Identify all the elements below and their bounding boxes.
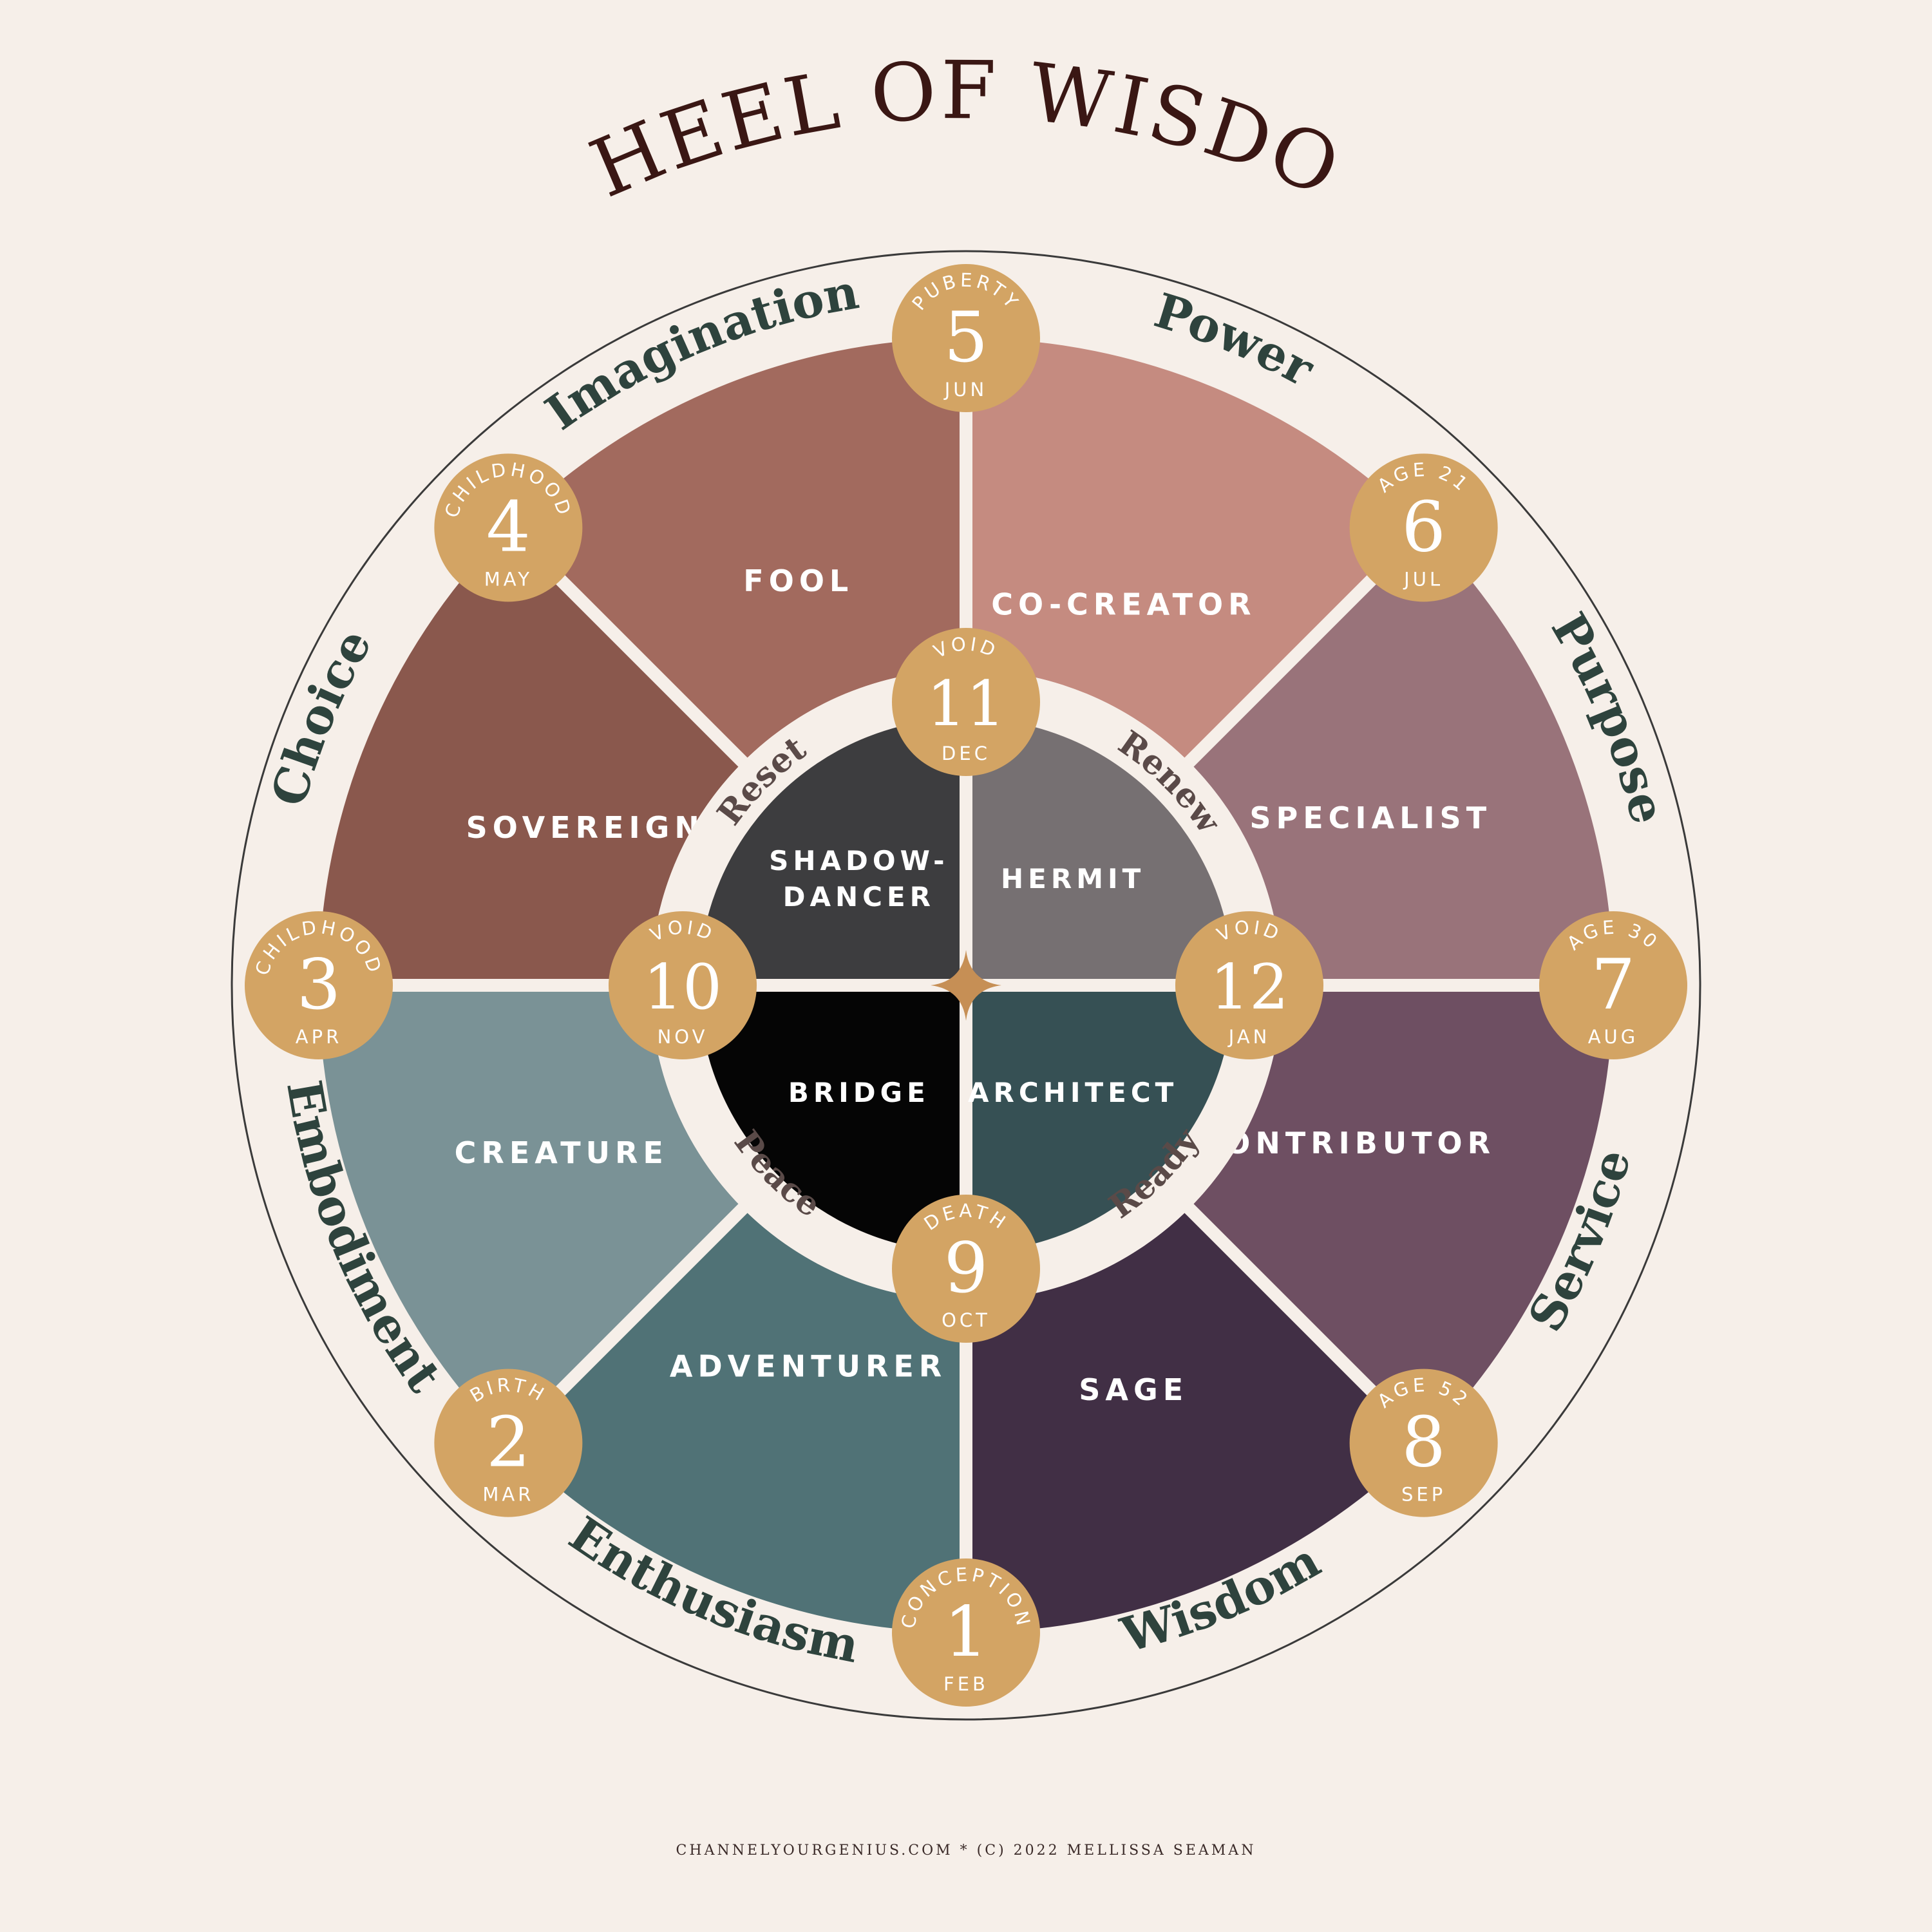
inner-segments: HERMIT ARCHITECT BRIDGE SHADOW- DANCER bbox=[699, 718, 1233, 1253]
segment-adventurer bbox=[513, 1213, 960, 1633]
segment-sovereign-label: SOVEREIGN bbox=[466, 810, 705, 845]
segment-sage bbox=[972, 1213, 1419, 1633]
segment-sovereign bbox=[319, 532, 739, 979]
badge-month: FEB bbox=[943, 1673, 989, 1695]
badge-number: 8 bbox=[1401, 1403, 1446, 1483]
badge-month: MAR bbox=[482, 1484, 534, 1506]
badge-month: JAN bbox=[1227, 1026, 1271, 1048]
badge-month: APR bbox=[296, 1026, 342, 1048]
badge-month: MAY bbox=[484, 568, 533, 590]
badge-number: 2 bbox=[486, 1403, 531, 1483]
segment-fool bbox=[513, 338, 960, 758]
segment-specialist-label: SPECIALIST bbox=[1249, 800, 1492, 835]
center-star-icon bbox=[931, 950, 1001, 1021]
segment-fool-label: FOOL bbox=[743, 564, 853, 598]
badge-circle bbox=[892, 1558, 1040, 1707]
segment-sage-label: SAGE bbox=[1079, 1372, 1188, 1407]
badge-number: 12 bbox=[1210, 951, 1289, 1023]
quadrant-hermit bbox=[972, 718, 1233, 979]
badge-circle bbox=[434, 453, 583, 602]
segment-contributor-label: CONTRIBUTOR bbox=[1198, 1126, 1495, 1160]
badge-number: 3 bbox=[297, 945, 341, 1025]
badge-month: DEC bbox=[942, 743, 990, 764]
badge-circle bbox=[1539, 911, 1687, 1059]
quadrant-shadow-dancer bbox=[699, 718, 960, 979]
segment-creature-label: CREATURE bbox=[455, 1135, 668, 1170]
badge-month: JUL bbox=[1403, 568, 1443, 590]
badge-number: 10 bbox=[643, 951, 722, 1023]
badge-circle bbox=[892, 264, 1040, 412]
segment-specialist bbox=[1193, 532, 1613, 979]
badge-number: 1 bbox=[944, 1592, 989, 1672]
badge-number: 4 bbox=[486, 487, 531, 567]
badge-circle bbox=[1349, 1368, 1498, 1517]
badge-circle bbox=[1175, 911, 1323, 1059]
footer-credit: CHANNELYOURGENIUS.COM * (C) 2022 MELLISS… bbox=[676, 1842, 1256, 1859]
quadrant-bridge bbox=[699, 992, 960, 1253]
badge-circle bbox=[434, 1368, 583, 1517]
badge-month: SEP bbox=[1401, 1484, 1446, 1506]
badge-circle bbox=[609, 911, 757, 1059]
badge-number: 5 bbox=[944, 298, 989, 378]
segment-contributor bbox=[1193, 992, 1613, 1439]
badge-circle bbox=[892, 1195, 1040, 1343]
badge-number: 11 bbox=[927, 668, 1005, 740]
segment-adventurer-label: ADVENTURER bbox=[670, 1349, 947, 1383]
segment-creature bbox=[319, 992, 739, 1439]
badge-month: JUN bbox=[943, 379, 987, 401]
badge-number: 7 bbox=[1591, 945, 1636, 1025]
segment-co-creator bbox=[972, 338, 1419, 758]
outer-segments: CO-CREATOR SPECIALIST CONTRIBUTOR SAGE ADVEN… bbox=[319, 338, 1613, 1633]
quadrant-hermit-label: HERMIT bbox=[1001, 863, 1145, 895]
quadrant-shadow-dancer-label: SHADOW- bbox=[769, 845, 949, 876]
badge-month: NOV bbox=[658, 1026, 708, 1048]
quadrant-bridge-label: BRIDGE bbox=[788, 1077, 930, 1108]
badge-circle bbox=[245, 911, 393, 1059]
quadrant-architect bbox=[972, 992, 1233, 1253]
badge-number: 9 bbox=[944, 1228, 989, 1309]
segment-co-creator-label: CO-CREATOR bbox=[991, 587, 1256, 622]
badge-month: AUG bbox=[1588, 1026, 1639, 1048]
badge-circle bbox=[892, 628, 1040, 776]
quadrant-shadow-dancer-label: DANCER bbox=[783, 881, 935, 913]
outer-ring bbox=[231, 250, 1701, 1721]
quadrant-architect-label: ARCHITECT bbox=[968, 1077, 1178, 1108]
badge-month: OCT bbox=[942, 1309, 990, 1331]
badge-number: 6 bbox=[1401, 487, 1446, 567]
badge-circle bbox=[1349, 453, 1498, 602]
